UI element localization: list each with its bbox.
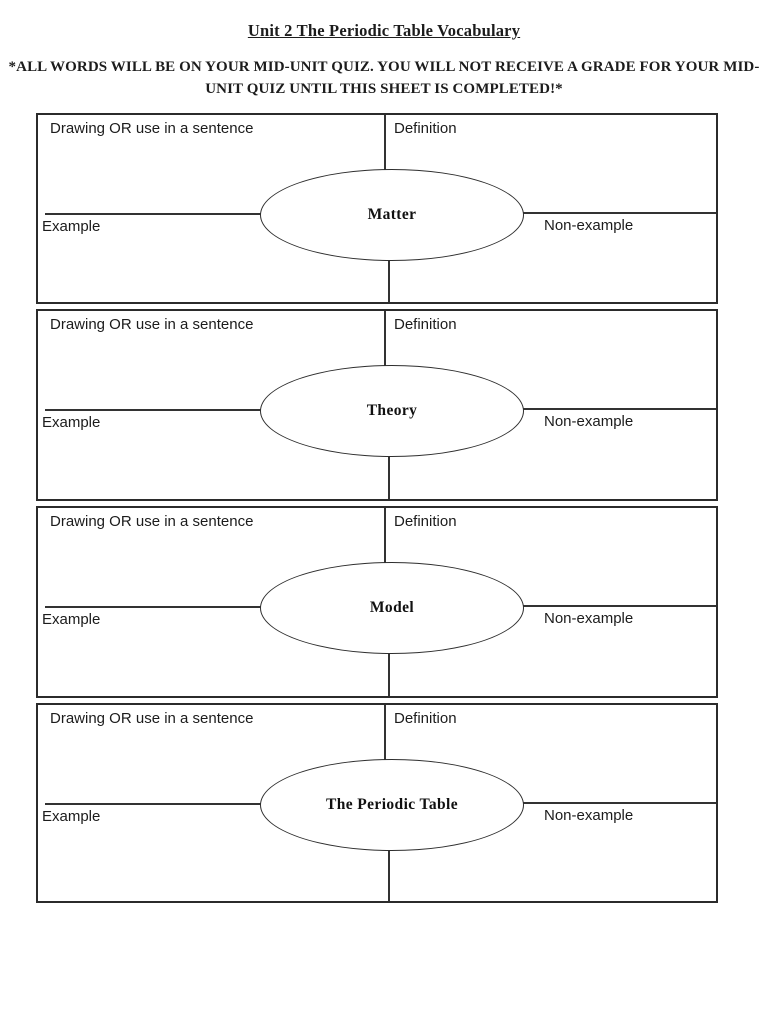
term-word: Theory [366,402,418,419]
frayer-box-theory: Drawing OR use in a sentence Definition … [36,309,718,501]
term-word: The Periodic Table [325,796,459,813]
definition-label: Definition [394,513,457,530]
drawing-label: Drawing OR use in a sentence [50,316,254,333]
divider-line-bottom [388,850,390,901]
connector-line-right [523,802,716,804]
non-example-label: Non-example [544,610,634,627]
frayer-box-periodic-table: Drawing OR use in a sentence Definition … [36,703,718,903]
connector-line-right [523,408,716,410]
term-word: Model [369,599,415,616]
frayer-box-matter: Drawing OR use in a sentence Definition … [36,113,718,304]
example-label: Example [42,808,101,825]
quiz-notice-line-2: UNIT QUIZ UNTIL THIS SHEET IS COMPLETED!… [205,81,563,97]
term-ellipse: The Periodic Table [260,759,524,851]
definition-label: Definition [394,710,457,727]
connector-line-left [45,409,261,411]
divider-line-top [384,705,386,761]
connector-line-right [523,605,716,607]
frayer-boxes: Drawing OR use in a sentence Definition … [36,113,718,908]
connector-line-left [45,803,261,805]
divider-line-bottom [388,456,390,499]
example-label: Example [42,611,101,628]
drawing-label: Drawing OR use in a sentence [50,513,254,530]
term-ellipse: Matter [260,169,524,261]
quiz-notice-line-1: *ALL WORDS WILL BE ON YOUR MID-UNIT QUIZ… [8,59,760,75]
divider-line-top [384,311,386,367]
drawing-label: Drawing OR use in a sentence [50,710,254,727]
divider-line-bottom [388,653,390,696]
non-example-label: Non-example [544,217,634,234]
non-example-label: Non-example [544,807,634,824]
definition-label: Definition [394,120,457,137]
frayer-box-model: Drawing OR use in a sentence Definition … [36,506,718,698]
example-label: Example [42,218,101,235]
connector-line-right [523,212,716,214]
divider-line-top [384,508,386,564]
term-ellipse: Theory [260,365,524,457]
non-example-label: Non-example [544,413,634,430]
drawing-label: Drawing OR use in a sentence [50,120,254,137]
term-ellipse: Model [260,562,524,654]
connector-line-left [45,213,261,215]
example-label: Example [42,414,101,431]
connector-line-left [45,606,261,608]
definition-label: Definition [394,316,457,333]
term-word: Matter [367,206,417,223]
quiz-notice: *ALL WORDS WILL BE ON YOUR MID-UNIT QUIZ… [0,56,768,100]
page-title: Unit 2 The Periodic Table Vocabulary [247,21,521,40]
divider-line-top [384,115,386,171]
divider-line-bottom [388,260,390,302]
